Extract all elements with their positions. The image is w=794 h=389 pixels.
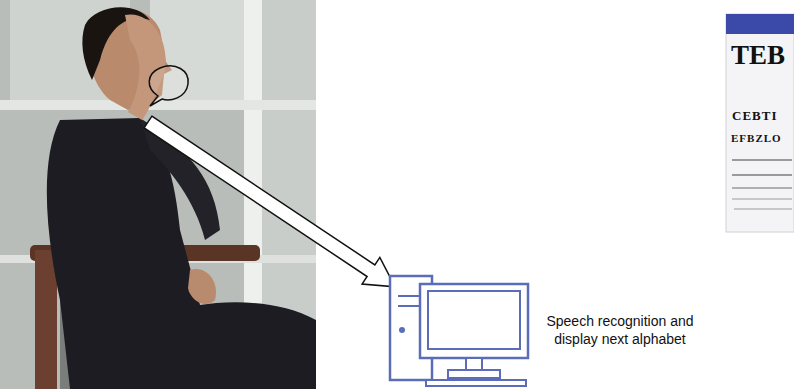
node-caption: Speech recognition and display next alph… (536, 312, 704, 348)
chart-band (726, 14, 794, 34)
chart-letters: CEBTI (732, 108, 777, 124)
computer-icon (386, 272, 536, 388)
monitor-screen (428, 291, 520, 349)
computer-node: Speech recognition and display next alph… (386, 272, 706, 388)
arrow-shape (139, 109, 404, 300)
chart-small-rows (732, 160, 792, 209)
chart-letters: EFBZLO (731, 132, 782, 144)
power-button (399, 327, 405, 333)
chart-row (734, 209, 792, 210)
chart-row (732, 187, 792, 189)
eye-chart (726, 14, 794, 232)
hand (188, 269, 216, 304)
chart-row (732, 174, 792, 176)
speech-bubble (149, 66, 188, 106)
flow-arrow (139, 109, 404, 300)
chart-row (732, 159, 792, 161)
hand-over-eye (125, 14, 166, 120)
monitor-stand (466, 358, 482, 370)
keyboard (426, 380, 526, 386)
chart-row (732, 199, 792, 200)
body-shirt (47, 118, 316, 389)
monitor (420, 284, 528, 358)
monitor-base (448, 370, 500, 378)
chart-letters: TEB (731, 40, 785, 71)
chair-back (35, 250, 57, 389)
